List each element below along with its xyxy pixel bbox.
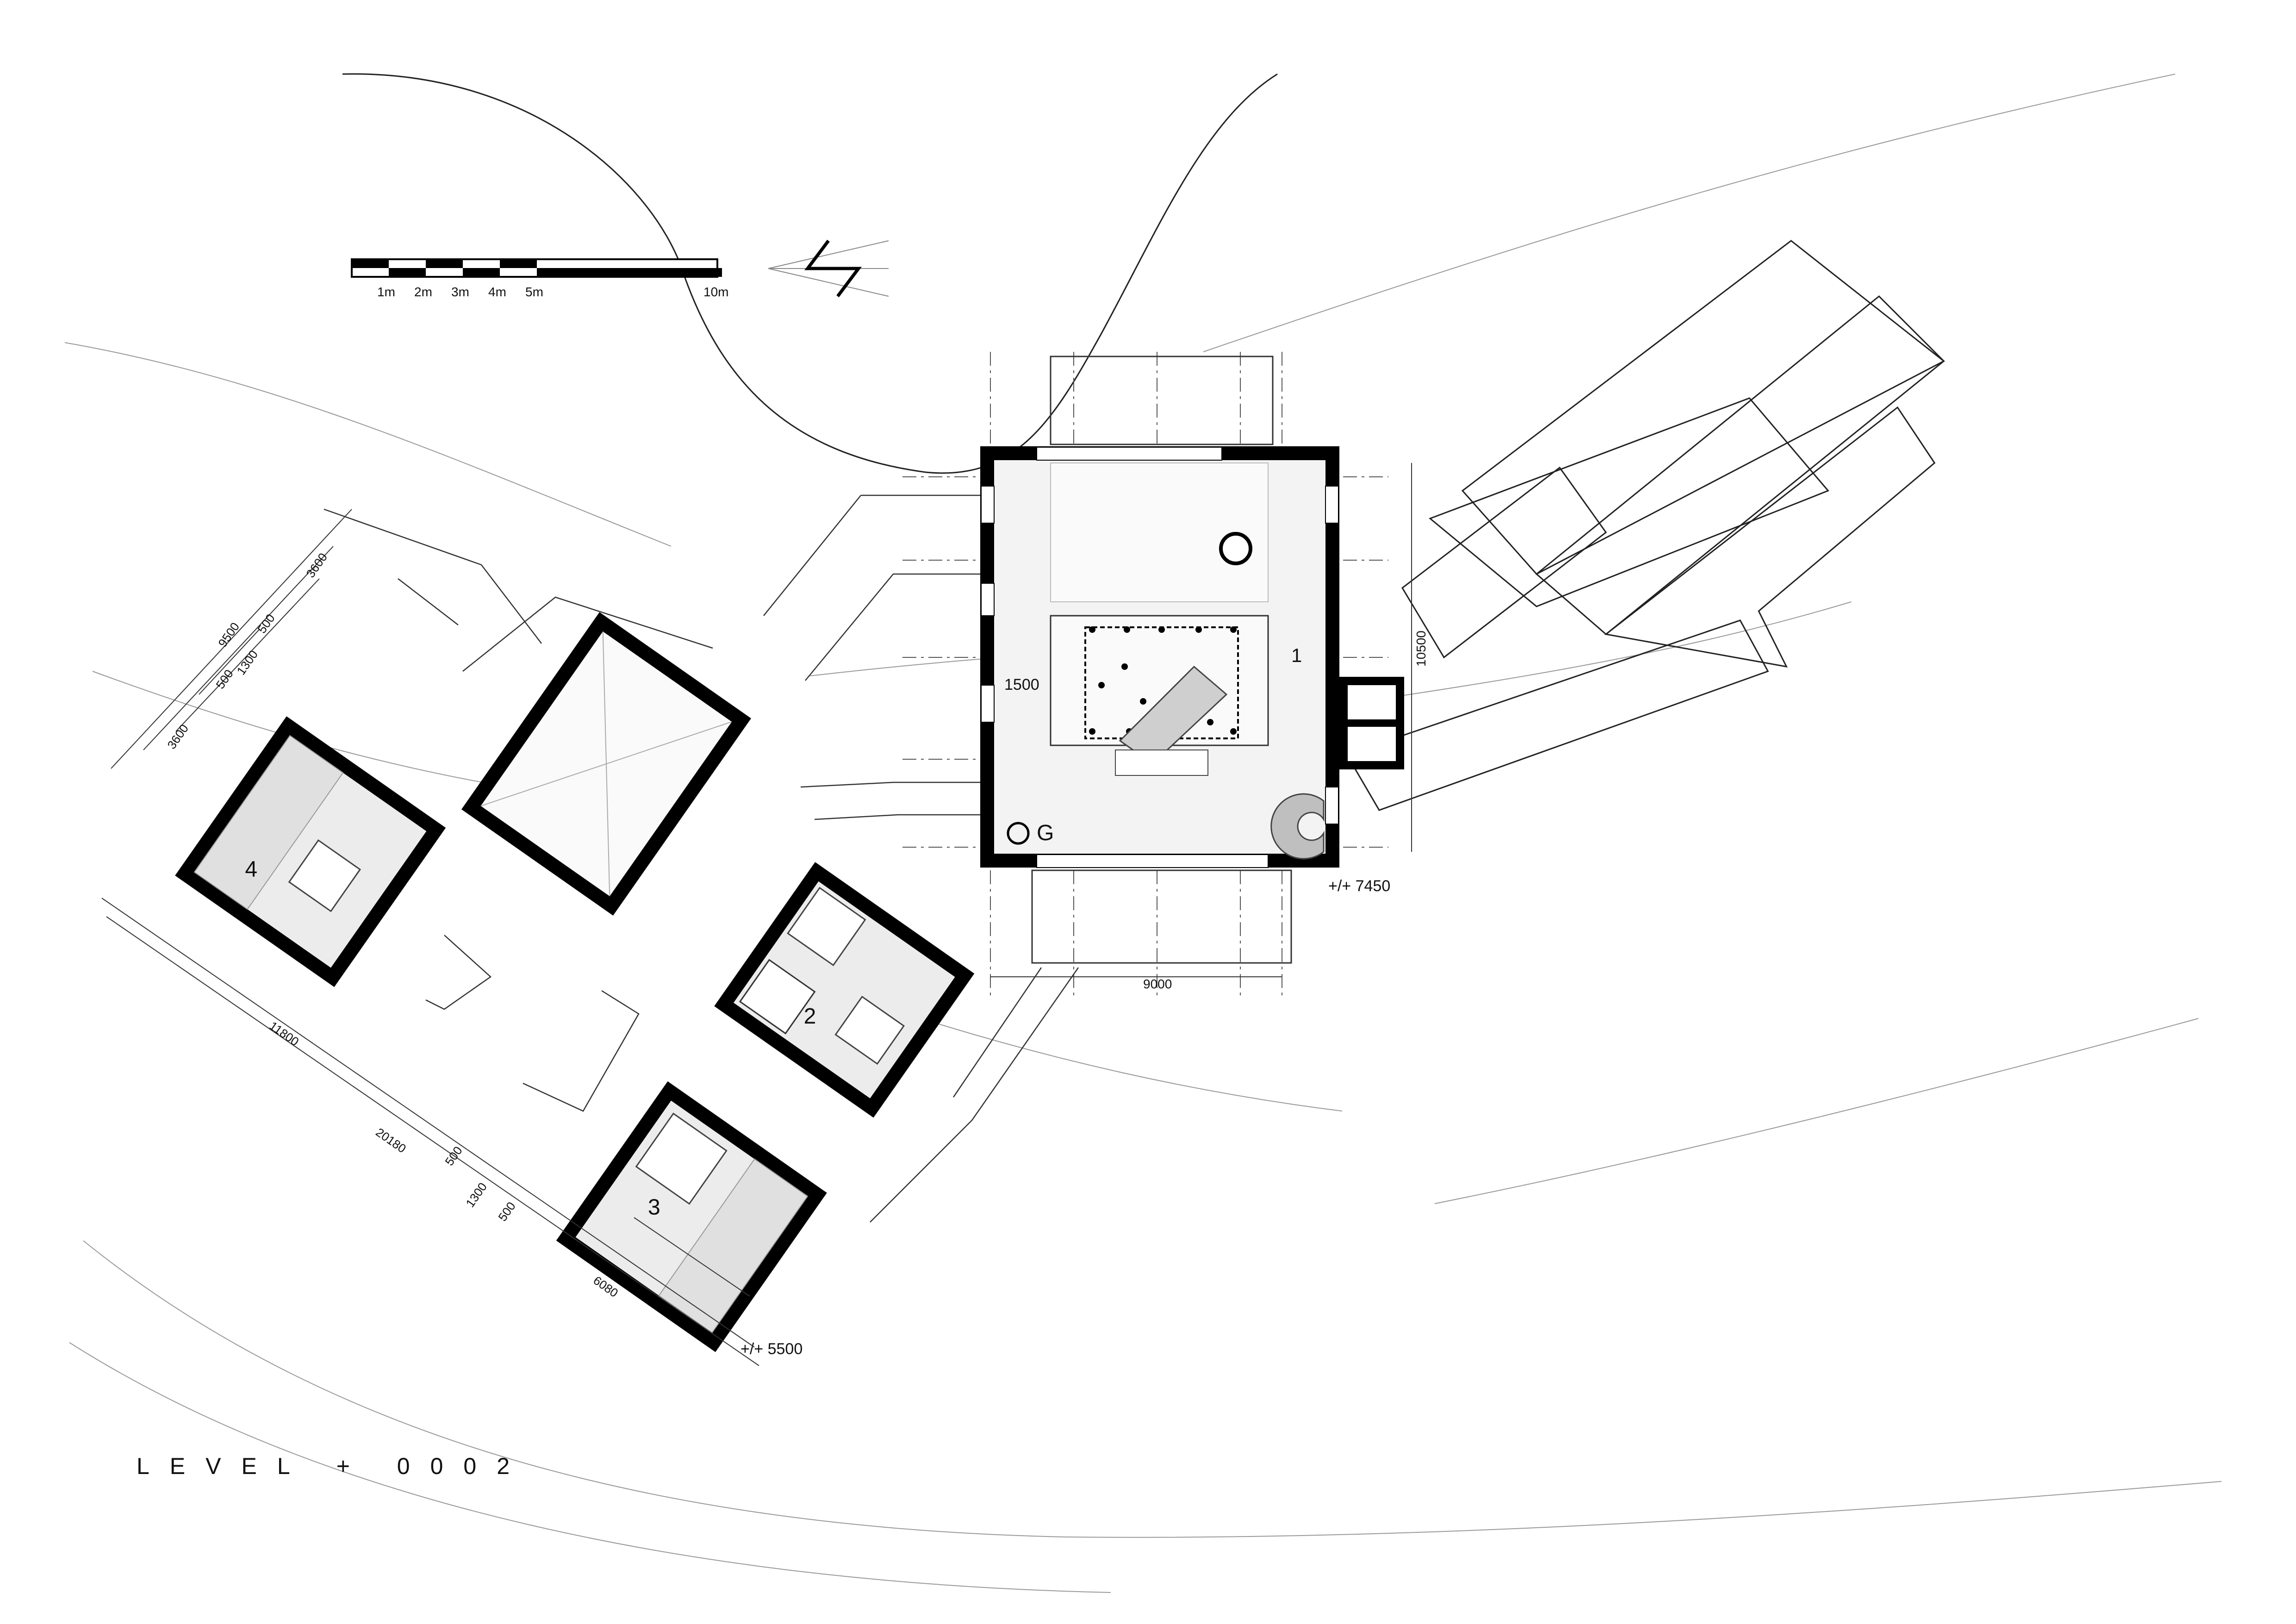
central-pavilion	[461, 612, 751, 916]
terrain-contours	[64, 73, 2222, 1593]
scale-label-1m: 1m	[377, 285, 395, 299]
scale-label-2m: 2m	[414, 285, 432, 299]
main-elevation-label: +/+ 7450	[1328, 877, 1390, 895]
dim-left-3: 500	[255, 612, 277, 636]
dimension-chain-left	[101, 509, 759, 1366]
unit-2-number: 2	[804, 1004, 816, 1029]
scale-label-5m: 5m	[525, 285, 543, 299]
column-round-icon	[1219, 532, 1252, 565]
unit-1-number: 1	[1291, 644, 1302, 666]
dim-bottom-5: 500	[495, 1199, 518, 1224]
scale-label-10m: 10m	[703, 285, 728, 299]
main-dim-width: 9000	[1143, 977, 1172, 991]
dim-bottom-3: 500	[442, 1144, 465, 1168]
unit-2: 2	[714, 862, 975, 1118]
dim-left-1: 3600	[303, 550, 330, 581]
unit-4: 4	[175, 716, 446, 987]
north-arrow-icon	[768, 239, 889, 298]
scale-bar: 1m 2m 3m 4m 5m 10m	[351, 258, 728, 299]
main-dim-depth: 10500	[1414, 631, 1428, 667]
level-title: LEVEL + 0002	[137, 1453, 530, 1479]
dim-bottom-2: 20180	[373, 1125, 409, 1156]
spiral-stair-icon	[1270, 793, 1325, 860]
accessible-entry-icon	[1007, 822, 1030, 845]
dim-bottom-4: 1300	[463, 1180, 490, 1210]
entry-label: G	[1037, 821, 1054, 845]
scale-label-3m: 3m	[451, 285, 469, 299]
unit-3: 3	[556, 1081, 827, 1352]
unit-4-number: 4	[245, 857, 257, 881]
dim-left-2: 9500	[215, 620, 242, 650]
main-building: 1 +/+ 7450 1500 9000 10500 G	[980, 446, 1428, 991]
connecting-lines	[324, 494, 1079, 1223]
dim-left-6: 3600	[164, 722, 191, 752]
scale-label-4m: 4m	[488, 285, 506, 299]
neighbour-buildings	[1345, 240, 1945, 811]
unit-3-number: 3	[648, 1195, 660, 1219]
unit-3-elevation-label: +/+ 5500	[740, 1340, 803, 1358]
roof-projection	[1031, 356, 1292, 964]
main-dim-inner: 1500	[1004, 676, 1039, 693]
